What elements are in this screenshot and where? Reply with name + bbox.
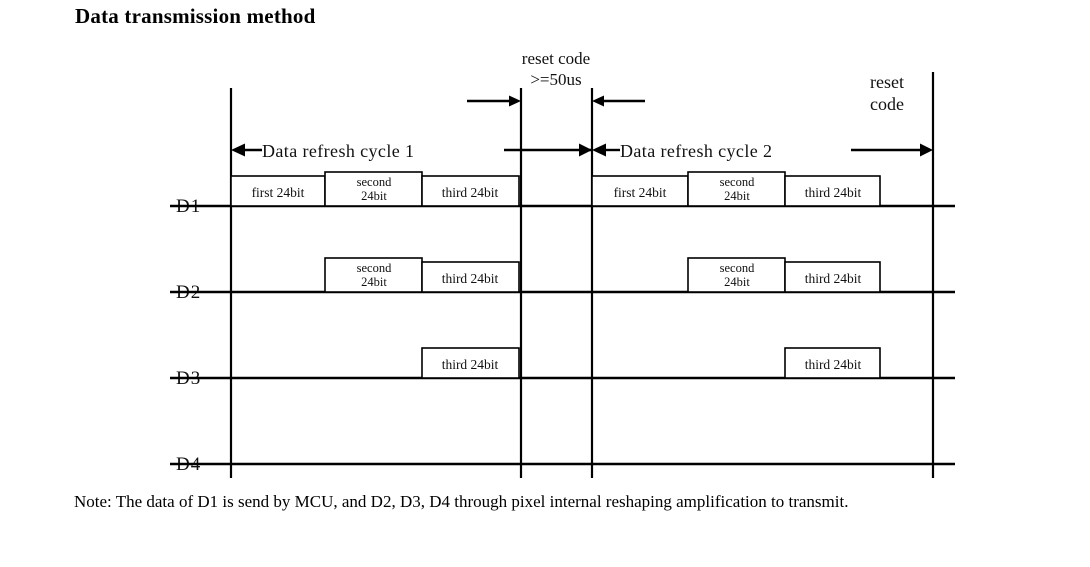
packet-box [591,175,689,207]
packet-label-third: third 24bit [442,185,499,200]
packet-box [784,261,881,293]
packet-box [784,175,881,207]
packet-box [421,261,520,293]
packet-label-second-line2: 24bit [724,275,750,289]
packet-label-second-line1: second [357,175,392,189]
packet-box [324,171,423,207]
reset-code-right-arrow-icon [592,95,645,107]
packet-label-third: third 24bit [442,357,499,372]
packet-box [687,257,786,293]
packet-box [324,257,423,293]
packet-label-third: third 24bit [805,271,862,286]
packet-box [784,347,881,379]
packet-label-second-line1: second [357,261,392,275]
reset-code-left-arrow-icon [467,95,521,107]
packet-label-second-line1: second [720,175,755,189]
page-title: Data transmission method [75,4,316,28]
reset-code-right-label-line1: reset [870,72,904,92]
packet-label-third: third 24bit [442,271,499,286]
packet-box [421,175,520,207]
cycle1-label: Data refresh cycle 1 [262,141,414,161]
packet-label-third: third 24bit [805,185,862,200]
cycle2-measure-arrow [592,143,933,157]
packet-label-second-line2: 24bit [361,275,387,289]
packet-box [421,347,520,379]
packet-label-third: third 24bit [805,357,862,372]
packet-label-first: first 24bit [614,185,667,200]
cycle2-label: Data refresh cycle 2 [620,141,772,161]
footnote: Note: The data of D1 is send by MCU, and… [74,492,849,511]
cycle1-measure-arrow [231,143,592,157]
packet-box [687,171,786,207]
packet-label-second-line2: 24bit [724,189,750,203]
reset-code-right-label-line2: code [870,94,904,114]
packet-label-second-line1: second [720,261,755,275]
packet-label-first: first 24bit [252,185,305,200]
packet-label-second-line2: 24bit [361,189,387,203]
reset-code-top-label-line2: >=50us [530,70,581,89]
reset-code-top-label-line1: reset code [522,49,590,68]
